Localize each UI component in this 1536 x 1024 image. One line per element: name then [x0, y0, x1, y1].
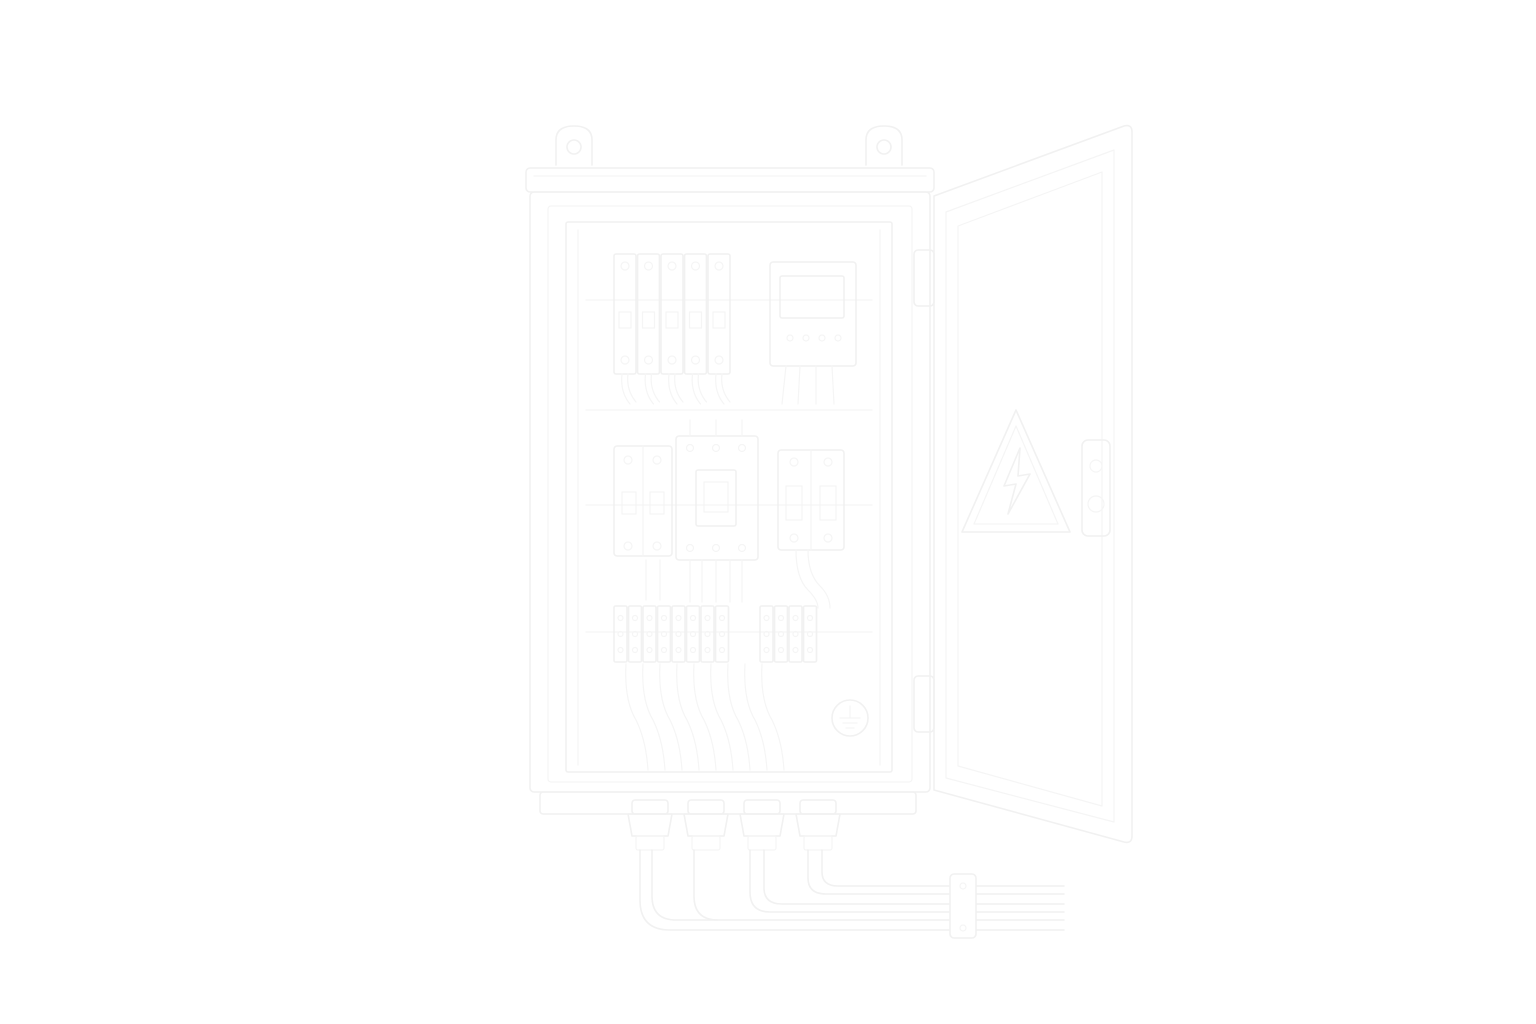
contactor [675, 419, 759, 561]
terminal-block [627, 605, 643, 663]
terminal-block [788, 605, 803, 663]
breaker-row-top [613, 253, 731, 405]
circuit-breaker [707, 253, 731, 405]
wire [710, 663, 734, 771]
wire [625, 663, 649, 771]
wire [744, 663, 768, 771]
terminal-block [773, 605, 789, 663]
wire [727, 663, 751, 771]
circuit-breaker [636, 253, 661, 405]
digital-meter [769, 261, 857, 405]
wire [761, 663, 785, 771]
cable-gland [795, 799, 841, 851]
breaker-pair-left [613, 445, 673, 557]
wire [659, 663, 683, 771]
din-rails [577, 229, 881, 766]
terminal-block [656, 605, 672, 663]
cabinet-top-lip [525, 167, 935, 193]
terminal-block [759, 605, 774, 663]
circuit-breaker [683, 253, 708, 405]
outgoing-cables [639, 849, 1065, 939]
mounting-ear-right [865, 125, 903, 166]
wire [642, 663, 666, 771]
terminal-block [714, 605, 730, 663]
circuit-breaker [613, 253, 637, 405]
cable-gland [739, 799, 785, 851]
bottom-wiring [625, 663, 785, 771]
mounting-ear-left [555, 125, 593, 166]
cable-gland [683, 799, 729, 851]
high-voltage-warning-icon [961, 409, 1071, 533]
wire [676, 663, 700, 771]
door-hinges [913, 249, 935, 733]
terminal-block [685, 605, 701, 663]
terminal-block [671, 605, 686, 663]
ground-symbol-icon [831, 699, 869, 737]
terminal-block [802, 605, 818, 663]
cabinet-door [933, 124, 1133, 844]
cable-gland [627, 799, 673, 851]
circuit-breaker [660, 253, 684, 405]
terminal-block [613, 605, 628, 663]
middle-wiring [645, 549, 831, 609]
terminal-block [700, 605, 715, 663]
wire [693, 663, 717, 771]
terminal-block-row [613, 605, 818, 663]
relay-pair [777, 449, 845, 551]
cable-glands [627, 799, 841, 851]
terminal-block [642, 605, 657, 663]
